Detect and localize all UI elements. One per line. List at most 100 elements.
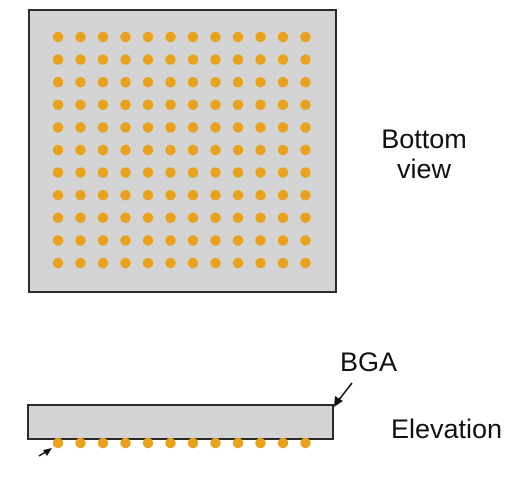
- solder-ball: [52, 31, 64, 43]
- solder-ball: [232, 77, 244, 88]
- solder-ball: [52, 190, 64, 201]
- solder-ball: [255, 31, 266, 43]
- solder-ball: [300, 54, 311, 65]
- solder-ball: [142, 31, 154, 43]
- solder-ball: [187, 144, 199, 156]
- solder-ball: [120, 190, 131, 201]
- elevation-solder-ball: [232, 437, 244, 449]
- solder-ball: [75, 167, 86, 178]
- solder-ball: [97, 54, 109, 65]
- elevation-solder-ball: [255, 437, 266, 449]
- solder-ball: [255, 122, 266, 133]
- solder-ball: [300, 122, 311, 133]
- solder-ball: [255, 257, 266, 269]
- solder-ball: [165, 235, 176, 246]
- solder-ball: [232, 167, 244, 178]
- solder-ball: [277, 235, 289, 246]
- solder-ball: [165, 122, 176, 133]
- bottom-view-ball-grid: [52, 31, 311, 269]
- solder-ball: [120, 212, 131, 223]
- solder-ball: [97, 212, 109, 223]
- elevation-solder-ball: [75, 437, 86, 449]
- solder-ball: [187, 212, 199, 223]
- solder-ball: [255, 212, 266, 223]
- bottom-view-package: [28, 9, 337, 293]
- solder-ball: [277, 212, 289, 223]
- solder-ball: [187, 31, 199, 43]
- elevation-solder-ball: [97, 437, 109, 449]
- solder-ball: [165, 257, 176, 269]
- solder-ball: [210, 122, 221, 133]
- solder-ball: [300, 257, 311, 269]
- solder-ball: [210, 54, 221, 65]
- elevation-solder-ball: [165, 437, 176, 449]
- solder-ball: [255, 54, 266, 65]
- solder-ball: [300, 99, 311, 111]
- solder-ball: [232, 122, 244, 133]
- solder-ball: [187, 190, 199, 201]
- solder-ball: [187, 122, 199, 133]
- solder-ball: [210, 190, 221, 201]
- solder-ball: [142, 99, 154, 111]
- solder-ball: [165, 212, 176, 223]
- solder-ball: [187, 167, 199, 178]
- elevation-solder-ball: [187, 437, 199, 449]
- solder-ball: [52, 144, 64, 156]
- solder-ball: [277, 77, 289, 88]
- solder-ball: [300, 31, 311, 43]
- solder-ball: [142, 167, 154, 178]
- solder-ball: [52, 77, 64, 88]
- solder-ball: [75, 31, 86, 43]
- solder-ball: [165, 190, 176, 201]
- solder-ball: [210, 235, 221, 246]
- solder-ball: [52, 167, 64, 178]
- solder-ball: [97, 77, 109, 88]
- elevation-solder-ball: [52, 437, 64, 449]
- elevation-label: Elevation: [391, 414, 503, 444]
- solder-ball: [120, 31, 131, 43]
- solder-ball: [277, 144, 289, 156]
- solder-ball: [165, 54, 176, 65]
- solder-ball: [75, 77, 86, 88]
- solder-ball: [187, 54, 199, 65]
- solder-ball: [232, 257, 244, 269]
- solder-ball: [187, 257, 199, 269]
- solder-ball: [277, 54, 289, 65]
- solder-ball: [142, 212, 154, 223]
- solder-ball: [97, 122, 109, 133]
- solder-ball: [120, 99, 131, 111]
- solder-ball: [75, 122, 86, 133]
- solder-ball: [210, 257, 221, 269]
- solder-ball: [232, 235, 244, 246]
- solder-ball: [120, 122, 131, 133]
- bottom-view-label-line1: Bottom: [381, 124, 467, 154]
- bottom-view-label-line2: view: [396, 154, 451, 185]
- solder-ball: [75, 235, 86, 246]
- solder-ball: [255, 167, 266, 178]
- solder-ball: [142, 190, 154, 201]
- solder-ball: [142, 77, 154, 88]
- solder-ball: [120, 144, 131, 156]
- bga-label: BGA: [340, 347, 398, 377]
- solder-ball: [75, 257, 86, 269]
- solder-ball: [75, 54, 86, 65]
- solder-ball: [210, 99, 221, 111]
- solder-ball: [120, 167, 131, 178]
- solder-ball: [97, 257, 109, 269]
- solder-ball: [165, 99, 176, 111]
- solder-ball: [232, 190, 244, 201]
- elevation-solder-ball: [300, 437, 311, 449]
- solder-ball: [210, 77, 221, 88]
- elevation-solder-ball: [142, 437, 154, 449]
- ball-pointer-arrow: [38, 448, 52, 457]
- solder-ball: [277, 257, 289, 269]
- elevation-solder-ball: [210, 437, 221, 449]
- solder-ball: [97, 190, 109, 201]
- solder-ball: [277, 122, 289, 133]
- solder-ball: [232, 99, 244, 111]
- solder-ball: [232, 54, 244, 65]
- solder-ball: [255, 144, 266, 156]
- solder-ball: [165, 77, 176, 88]
- solder-ball: [142, 122, 154, 133]
